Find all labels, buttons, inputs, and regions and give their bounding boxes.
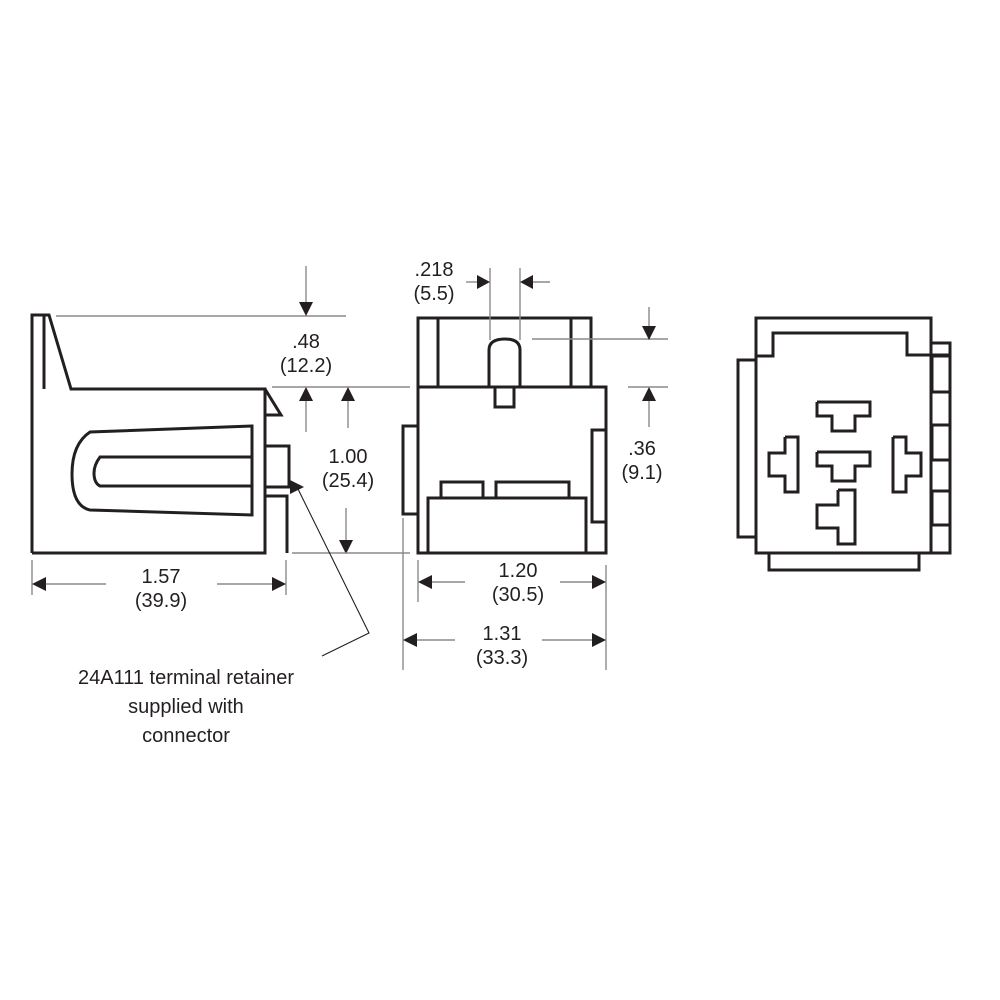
dim-latch-width: .218 (5.5) [413,258,454,306]
dim-top-offset: .48 (12.2) [280,330,332,378]
terminal-retainer-callout: 24A111 terminal retainer supplied with c… [78,664,294,751]
side-view [30,313,291,555]
dim-overall-width: 1.31 (33.3) [476,622,528,670]
dim-mm-value: (25.4) [321,470,375,492]
dim-side-length: 1.57 (39.9) [135,565,187,613]
dim-inch-value: .36 [628,438,656,460]
dim-mm-value: (30.5) [491,584,545,606]
dimension-lines [31,266,668,670]
dim-mm-value: (9.1) [621,462,663,484]
dim-body-width: 1.20 (30.5) [492,559,544,607]
dim-latch-height: .36 (9.1) [621,437,662,485]
dim-mm-value: (5.5) [413,283,455,305]
dim-inch-value: 1.57 [141,566,181,588]
dim-inch-value: 1.20 [498,560,538,582]
dim-inch-value: .218 [414,259,454,281]
dim-mm-value: (12.2) [279,355,333,377]
dim-inch-value: 1.00 [328,446,368,468]
dim-height: 1.00 (25.4) [322,445,374,493]
dim-mm-value: (33.3) [475,647,529,669]
dim-inch-value: 1.31 [482,623,522,645]
dim-mm-value: (39.9) [134,590,188,612]
callout-line-2: supplied with [128,696,244,718]
front-view [401,316,608,555]
dim-inch-value: .48 [292,331,320,353]
end-view [736,316,952,572]
callout-line-3: connector [142,725,230,747]
callout-line-1: 24A111 terminal retainer [77,667,295,689]
